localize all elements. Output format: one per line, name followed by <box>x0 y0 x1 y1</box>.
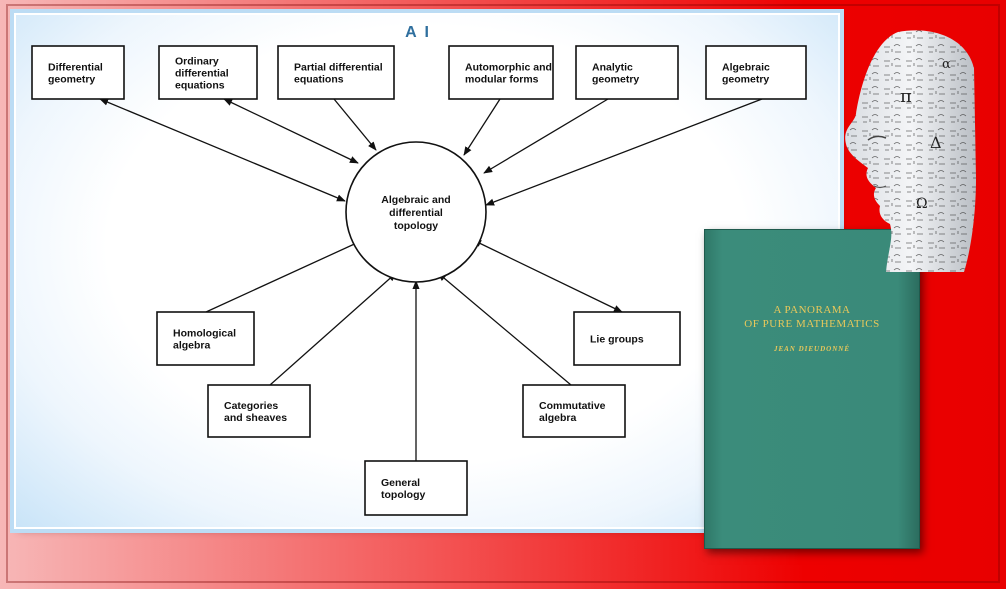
node-label: algebra <box>173 340 211 352</box>
node-label: Commutative <box>539 400 606 412</box>
edge-homological-algebra <box>205 240 362 313</box>
edge-diff-geometry <box>99 98 346 202</box>
node-box <box>573 311 681 366</box>
center-node-label: Algebraic and <box>381 194 450 206</box>
node-box <box>31 45 125 100</box>
center-node-label: differential <box>389 207 443 219</box>
node-label: Algebraic <box>722 62 770 74</box>
node-box <box>158 45 258 100</box>
node-box <box>156 311 255 366</box>
node-label: equations <box>175 80 225 92</box>
book-title-line-2: OF PURE MATHEMATICS <box>744 318 880 330</box>
node-label: Categories <box>224 400 278 412</box>
center-node-label: topology <box>394 220 438 232</box>
diagram-edges <box>99 98 763 461</box>
diagram-nodes: Algebraic anddifferentialtopologyDiffere… <box>31 45 807 516</box>
svg-text:Δ: Δ <box>930 133 942 152</box>
edge-commutative-algebra <box>437 272 572 386</box>
edge-pde <box>333 98 377 151</box>
node-label: differential <box>175 68 229 80</box>
node-label: Partial differential <box>294 62 383 74</box>
node-label: geometry <box>592 74 639 86</box>
concept-diagram: A I Algebraic anddifferentialtopologyDif… <box>31 24 807 516</box>
node-box <box>448 45 554 100</box>
node-box <box>522 384 626 438</box>
node-label: Homological <box>173 328 236 340</box>
node-label: Ordinary <box>175 56 219 68</box>
book-cover: A PANORAMA OF PURE MATHEMATICS JEAN DIEU… <box>704 229 920 549</box>
node-label: and sheaves <box>224 412 287 424</box>
node-box <box>705 45 807 100</box>
node-label: Analytic <box>592 62 633 74</box>
node-label: geometry <box>722 74 769 86</box>
svg-text:π: π <box>900 86 912 107</box>
book-author: JEAN DIEUDONNÉ <box>773 345 851 353</box>
svg-text:α: α <box>942 57 951 72</box>
edge-automorphic <box>463 98 501 156</box>
svg-text:Ω: Ω <box>916 196 928 212</box>
edge-lie-groups <box>472 239 623 313</box>
node-box <box>364 460 468 516</box>
node-label: Differential <box>48 62 103 74</box>
node-label: equations <box>294 74 344 86</box>
math-head-illustration: π Δ Ω α <box>845 30 976 272</box>
edge-categories-sheaves <box>269 272 397 386</box>
book-title-line-1: A PANORAMA <box>773 304 851 316</box>
node-box <box>277 45 395 100</box>
node-lie-groups: Lie groups <box>573 311 681 366</box>
node-label: Lie groups <box>590 334 644 346</box>
node-label: algebra <box>539 412 577 424</box>
node-label: geometry <box>48 74 95 86</box>
book-title: A PANORAMA OF PURE MATHEMATICS <box>705 303 919 331</box>
node-label: topology <box>381 489 425 501</box>
node-label: General <box>381 477 420 489</box>
edge-ode <box>223 98 359 164</box>
node-label: Automorphic and <box>465 62 552 74</box>
center-node-circle <box>345 141 487 283</box>
node-label: modular forms <box>465 74 539 86</box>
diagram-title: A I <box>405 24 431 41</box>
node-box <box>207 384 311 438</box>
edge-analytic-geometry <box>483 98 609 174</box>
node-box <box>575 45 679 100</box>
edge-algebraic-geometry <box>485 98 763 206</box>
